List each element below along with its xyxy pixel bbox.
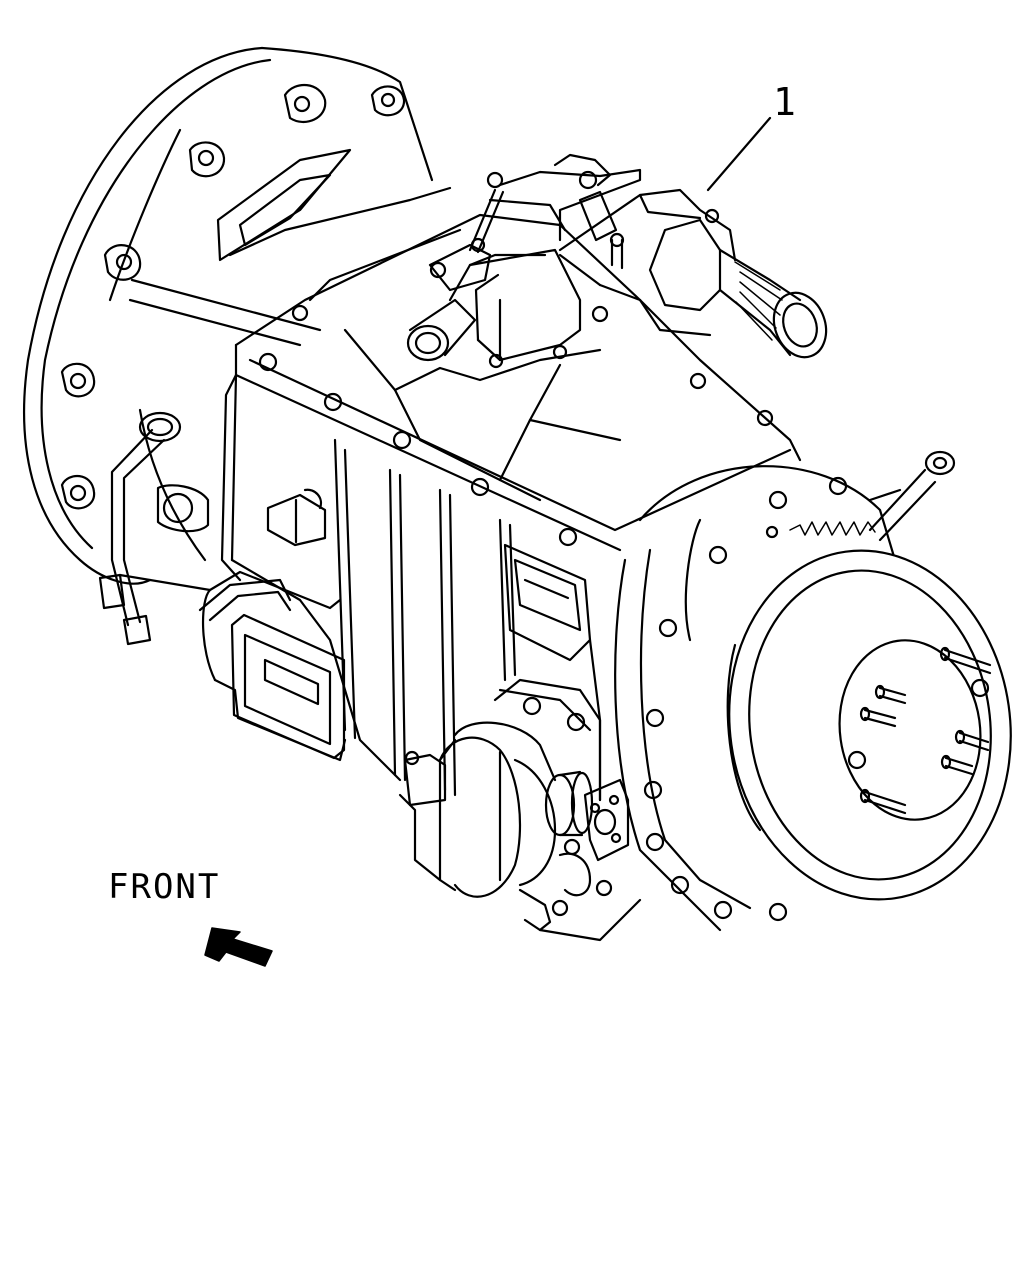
front-label: FRONT [108,867,220,907]
breather-tube [98,428,166,646]
clutch-housing [22,46,452,592]
top-cover-bolts [258,304,774,547]
parking-brake-assembly [614,450,1012,932]
pto-unit [398,678,642,942]
rear-extension-item-1 [558,188,828,359]
drum-studs [847,646,992,815]
callout-1-leader [706,116,772,192]
arrow-up-left-icon [204,927,273,967]
shift-tower [406,153,642,362]
callout-1-number: 1 [773,80,796,124]
transmission-case [198,213,802,802]
